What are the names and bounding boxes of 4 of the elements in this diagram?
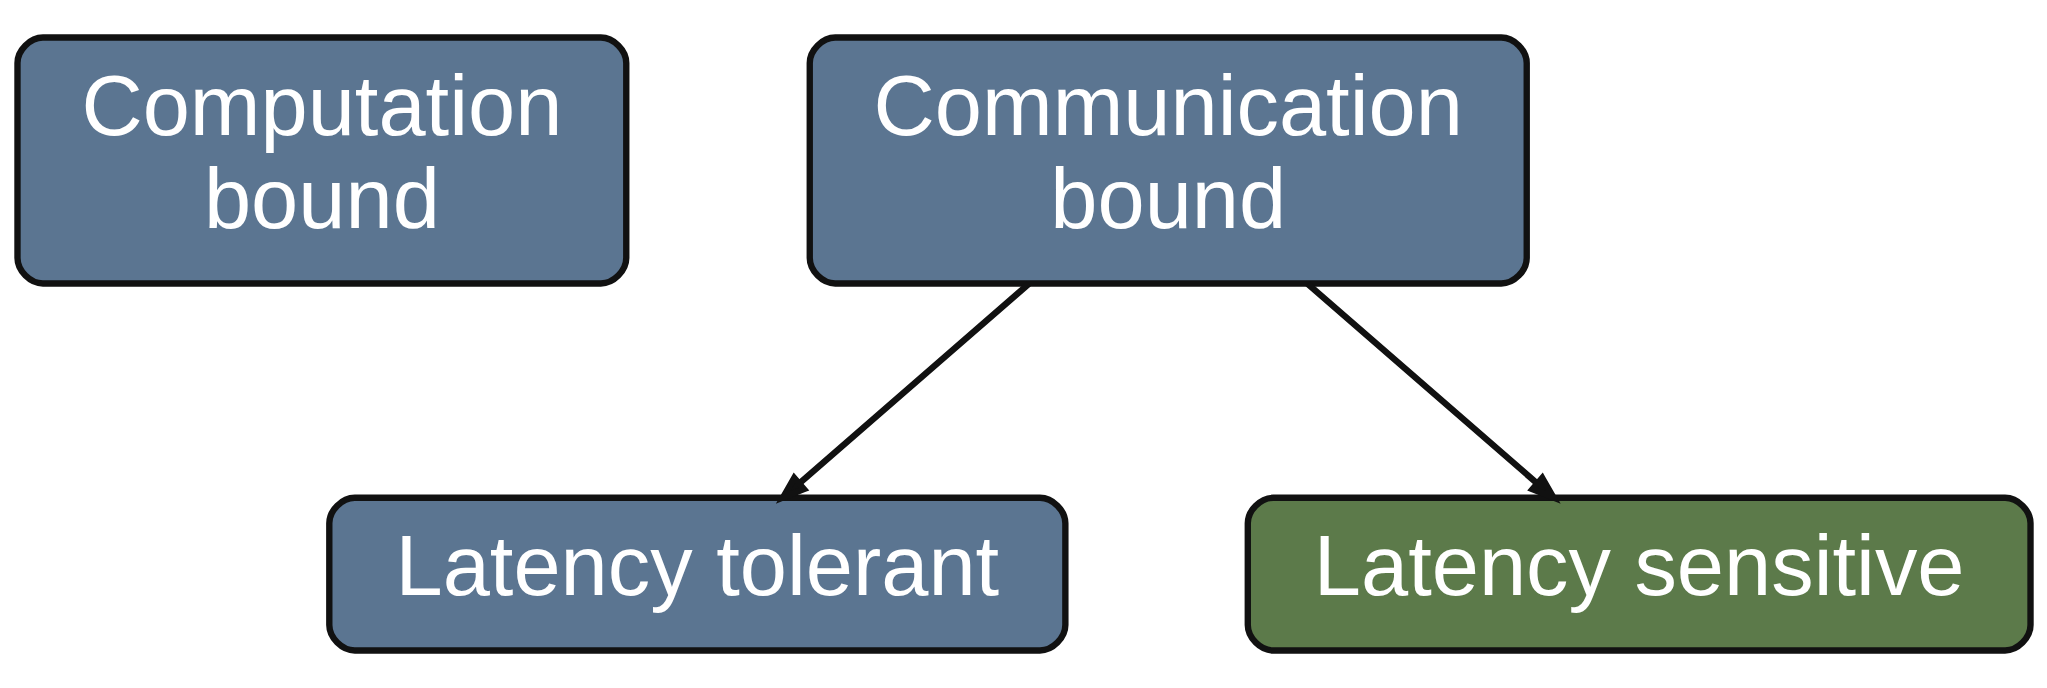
node-box: Latency tolerant	[325, 494, 1069, 654]
node-box: Latency sensitive	[1244, 494, 2034, 654]
node-box: Computation bound	[13, 34, 629, 287]
node-box: Communication bound	[806, 34, 1530, 287]
